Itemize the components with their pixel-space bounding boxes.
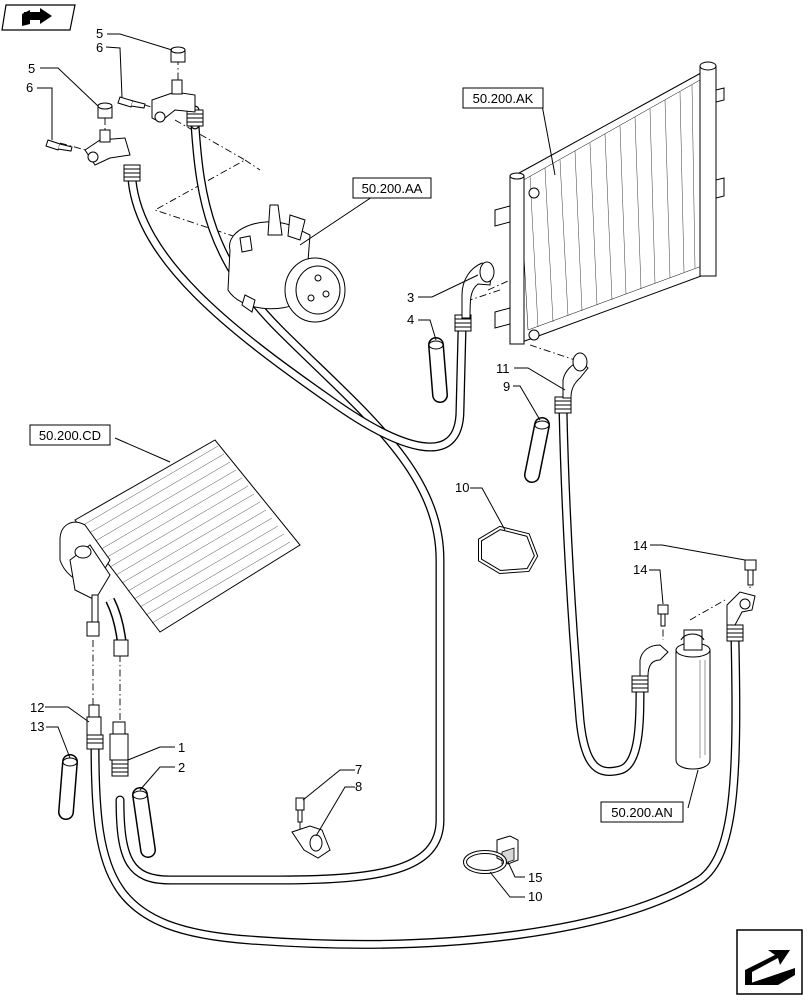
book-arrow-icon[interactable] bbox=[1, 4, 76, 31]
ref-box-evaporator[interactable]: 50.200.CD bbox=[29, 424, 111, 446]
callout-14-lower: 14 bbox=[633, 562, 647, 577]
ref-box-receiver-drier[interactable]: 50.200.AN bbox=[600, 801, 684, 823]
callout-2: 2 bbox=[178, 760, 185, 775]
callout-15: 15 bbox=[528, 870, 542, 885]
callout-10-upper: 10 bbox=[455, 480, 469, 495]
clip-and-ring bbox=[463, 835, 519, 874]
callout-9: 9 bbox=[503, 379, 510, 394]
ref-box-condenser[interactable]: 50.200.AK bbox=[462, 87, 544, 109]
condenser bbox=[494, 61, 725, 345]
next-page-arrow-icon[interactable] bbox=[736, 929, 803, 995]
hose-collars bbox=[86, 109, 744, 777]
compressor bbox=[227, 204, 346, 323]
callout-3: 3 bbox=[407, 290, 414, 305]
callout-numbers: 5 6 5 6 3 4 11 9 10 14 14 12 13 1 2 7 8 … bbox=[26, 26, 647, 904]
callout-7: 7 bbox=[355, 762, 362, 777]
callout-8: 8 bbox=[355, 779, 362, 794]
evaporator bbox=[59, 439, 301, 657]
hoses bbox=[90, 105, 741, 949]
callout-11: 11 bbox=[496, 361, 510, 376]
condenser-fittings bbox=[461, 261, 589, 399]
callout-4: 4 bbox=[407, 312, 414, 327]
receiver-drier bbox=[639, 559, 757, 770]
callout-5-lower: 5 bbox=[28, 61, 35, 76]
callout-1: 1 bbox=[178, 740, 185, 755]
ref-label-receiver-drier: 50.200.AN bbox=[611, 805, 672, 820]
leader-lines bbox=[37, 33, 746, 898]
callout-13: 13 bbox=[30, 719, 44, 734]
ref-label-evaporator: 50.200.CD bbox=[39, 428, 101, 443]
callout-14-upper: 14 bbox=[633, 538, 647, 553]
callout-6-upper: 6 bbox=[96, 40, 103, 55]
evaporator-fittings bbox=[86, 704, 129, 761]
clamp bbox=[291, 797, 331, 859]
ref-box-compressor[interactable]: 50.200.AA bbox=[352, 177, 432, 199]
loose-hose-pieces bbox=[58, 337, 550, 858]
gasket-ring bbox=[478, 525, 539, 575]
callout-6-lower: 6 bbox=[26, 80, 33, 95]
callout-12: 12 bbox=[30, 700, 44, 715]
callout-5-upper: 5 bbox=[96, 26, 103, 41]
ref-label-compressor: 50.200.AA bbox=[362, 181, 423, 196]
callout-10-lower: 10 bbox=[528, 889, 542, 904]
ref-label-condenser: 50.200.AK bbox=[473, 91, 534, 106]
